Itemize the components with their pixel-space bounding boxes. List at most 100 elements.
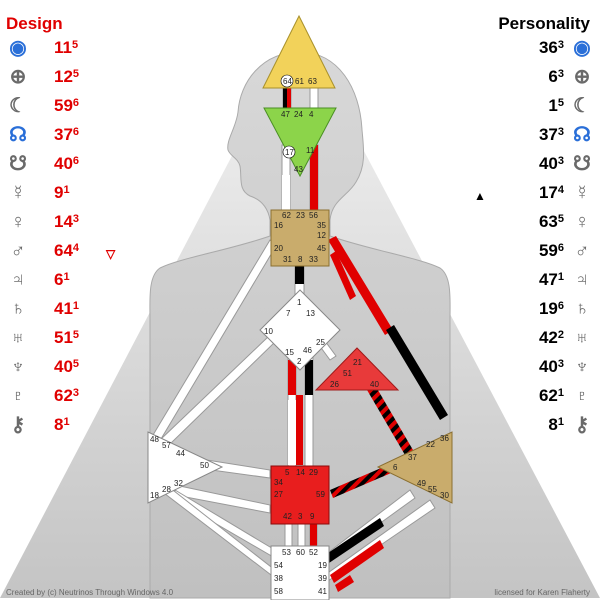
design-gate-value: 515: [54, 328, 80, 347]
throat-center: [270, 209, 330, 267]
gate-37: 37: [408, 453, 417, 462]
gate-2: 2: [297, 357, 302, 366]
gate-26: 26: [330, 380, 339, 389]
mars-icon: ♂: [574, 240, 590, 262]
gate-29: 29: [309, 468, 318, 477]
spleen-center: [147, 431, 224, 504]
gate-33: 33: [309, 255, 318, 264]
saturn-icon: ♄: [10, 298, 26, 320]
footer-license: licensed for Karen Flaherty: [494, 588, 590, 597]
gate-54: 54: [274, 561, 283, 570]
gate-20: 20: [274, 244, 283, 253]
gate-56: 56: [309, 211, 318, 220]
design-gate-value: 623: [54, 386, 80, 405]
design-gate-value: 81: [54, 415, 70, 434]
gate-8: 8: [298, 255, 303, 264]
gate-39: 39: [318, 574, 327, 583]
gate-62: 62: [282, 211, 291, 220]
personality-gate-value: 596: [538, 241, 564, 260]
gate-40: 40: [370, 380, 379, 389]
heart-center: [314, 347, 400, 391]
gate-7: 7: [286, 309, 291, 318]
mercury-icon: ☿: [574, 182, 590, 204]
gate-25: 25: [316, 338, 325, 347]
design-gate-value: 143: [54, 212, 80, 231]
fixing-mark-icon: ▲: [474, 189, 486, 203]
south-node-icon: ☋: [573, 153, 591, 175]
jupiter-icon: ♃: [10, 269, 26, 291]
design-gate-value: 596: [54, 96, 80, 115]
personality-header: Personality: [498, 14, 590, 33]
pluto-icon: ♇: [574, 385, 590, 407]
gate-9: 9: [310, 512, 315, 521]
gate-41: 41: [318, 587, 327, 596]
design-gate-value: 644: [54, 241, 80, 260]
mars-icon: ♂: [10, 240, 26, 262]
gate-30: 30: [440, 491, 449, 500]
gate-52: 52: [309, 548, 318, 557]
gate-6: 6: [393, 463, 398, 472]
gate-24: 24: [294, 110, 303, 119]
personality-gate-value: 174: [538, 183, 564, 202]
neptune-icon: ♆: [574, 356, 590, 378]
sacral-center: [270, 465, 330, 525]
gate-48: 48: [150, 435, 159, 444]
personality-gate-value: 621: [538, 386, 564, 405]
gate-27: 27: [274, 490, 283, 499]
gate-61: 61: [295, 77, 304, 86]
gate-21: 21: [353, 358, 362, 367]
gate-32: 32: [174, 479, 183, 488]
gate-12: 12: [317, 231, 326, 240]
jupiter-icon: ♃: [574, 269, 590, 291]
personality-gate-value: 63: [548, 67, 564, 86]
gate-50: 50: [200, 461, 209, 470]
ajna-center: [263, 107, 337, 178]
design-gate-value: 91: [54, 183, 70, 202]
gate-51: 51: [343, 369, 352, 378]
personality-gate-value: 196: [538, 299, 564, 318]
venus-icon: ♀: [10, 211, 26, 233]
north-node-icon: ☊: [573, 124, 591, 146]
gate-23: 23: [296, 211, 305, 220]
earth-icon: ⊕: [573, 66, 591, 88]
moon-icon: ☾: [9, 95, 27, 117]
sun-icon: ◉: [9, 37, 27, 59]
gate-53: 53: [282, 548, 291, 557]
gate-22: 22: [426, 440, 435, 449]
gate-18: 18: [150, 491, 159, 500]
gate-47: 47: [281, 110, 290, 119]
gate-13: 13: [306, 309, 315, 318]
design-gate-value: 406: [54, 154, 80, 173]
gate-14: 14: [296, 468, 305, 477]
design-gate-value: 125: [54, 67, 80, 86]
gate-38: 38: [274, 574, 283, 583]
sun-icon: ◉: [573, 37, 591, 59]
personality-gate-value: 403: [538, 154, 564, 173]
gate-49: 49: [417, 479, 426, 488]
personality-gate-value: 363: [538, 38, 564, 57]
venus-icon: ♀: [574, 211, 590, 233]
gate-59: 59: [316, 490, 325, 499]
design-gate-value: 411: [54, 299, 80, 318]
personality-gate-value: 422: [538, 328, 564, 347]
design-gate-value: 376: [54, 125, 80, 144]
gate-35: 35: [317, 221, 326, 230]
gate-46: 46: [303, 346, 312, 355]
mercury-icon: ☿: [10, 182, 26, 204]
gate-4: 4: [309, 110, 314, 119]
design-gate-value: 61: [54, 270, 70, 289]
solar-plexus-center: [376, 431, 453, 504]
gate-15: 15: [285, 348, 294, 357]
gate-19: 19: [318, 561, 327, 570]
fixing-mark-icon: ▽: [106, 247, 116, 261]
personality-gate-value: 15: [548, 96, 564, 115]
neptune-icon: ♆: [10, 356, 26, 378]
gate-31: 31: [283, 255, 292, 264]
gate-34: 34: [274, 478, 283, 487]
saturn-icon: ♄: [574, 298, 590, 320]
gate-36: 36: [440, 434, 449, 443]
pluto-icon: ♇: [10, 385, 26, 407]
footer-credit: Created by (c) Neutrinos Through Windows…: [6, 588, 174, 597]
